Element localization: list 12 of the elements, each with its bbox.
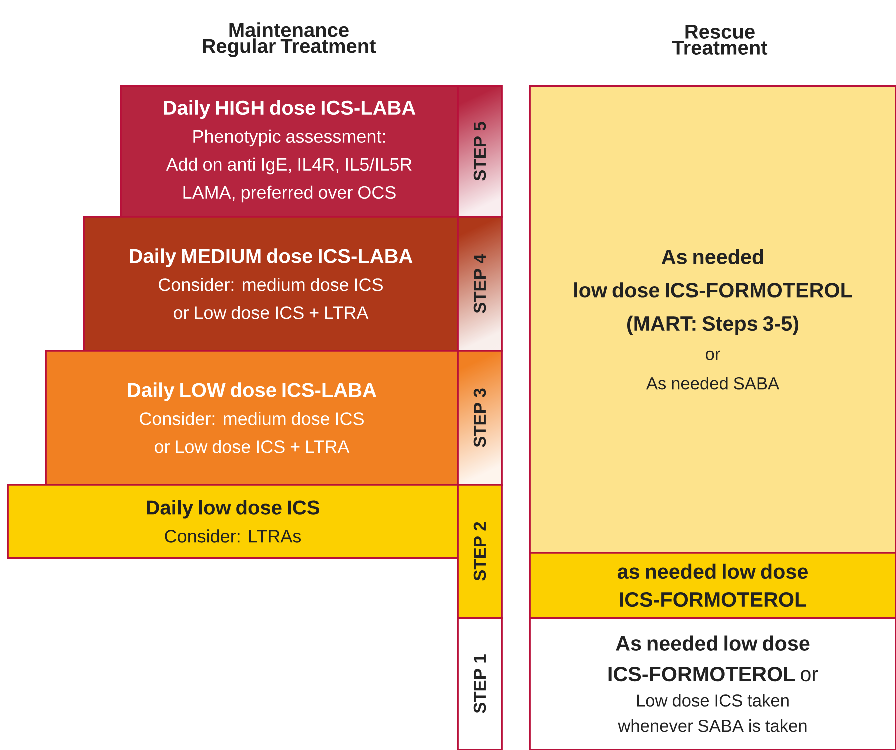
rescue-box: As needed low dose ICS-FORMOTEROL (MART: Steps 3-5) or As needed SABA: [529, 85, 896, 554]
step-cell: STEP 4: [457, 216, 503, 352]
step-cell: STEP 2: [457, 484, 503, 619]
step-cell: STEP 5: [457, 85, 503, 218]
step-cell: STEP 1: [457, 617, 503, 750]
treatment-box: Daily LOW dose ICS-LABA Consider: medium dose ICS or Low dose ICS + LTRA: [45, 350, 459, 486]
rescue-box: As needed low dose ICS-FORMOTEROL or Low dose ICS taken whenever SABA is taken: [529, 617, 896, 750]
column-heading: Maintenance Regular Treatment: [203, 22, 376, 58]
rescue-box: as needed low dose ICS-FORMOTEROL: [529, 552, 896, 619]
column-heading: Rescue Treatment: [672, 25, 768, 55]
treatment-box: Daily HIGH dose ICS-LABA Phenotypic assessment: Add on anti IgE, IL4R, IL5/IL5R LAMA, preferred over OCS: [120, 85, 459, 218]
treatment-box: Daily MEDIUM dose ICS-LABA Consider: medium dose ICS or Low dose ICS + LTRA: [83, 216, 459, 352]
